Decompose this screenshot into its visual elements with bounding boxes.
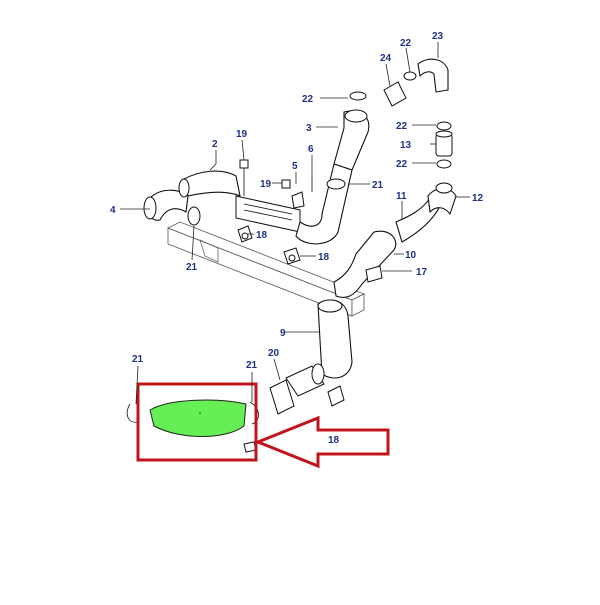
callout-11: 11 [396, 191, 407, 202]
clamp-18-lower [327, 385, 345, 407]
coupler-13 [435, 130, 453, 157]
bolt-lower-left [243, 441, 257, 453]
hose-4 [143, 189, 189, 221]
callout-22-right1: 22 [396, 121, 408, 132]
callout-2: 2 [212, 139, 218, 150]
pipe-20 [269, 363, 325, 415]
sleeve-24 [383, 81, 407, 107]
callout-12: 12 [472, 193, 484, 204]
clamp-21-mid [326, 178, 346, 190]
clamp-21-left [187, 206, 201, 226]
hose-12 [427, 182, 457, 215]
callout-24: 24 [380, 53, 392, 64]
callout-3: 3 [306, 123, 312, 134]
callout-4: 4 [110, 205, 116, 216]
hose-9 [317, 299, 353, 379]
callout-9: 9 [280, 328, 286, 339]
callout-23: 23 [432, 31, 444, 42]
clamp-18-mid [283, 247, 301, 265]
clamp-21-lowleft [126, 403, 139, 423]
callout-22-right2: 22 [396, 159, 408, 170]
clamp-22-upper [349, 91, 367, 101]
clamp-21-lowright [249, 401, 259, 425]
callout-6: 6 [308, 144, 314, 155]
callout-20: 20 [268, 348, 280, 359]
hose-10 [333, 230, 397, 299]
callout-21-lowright: 21 [246, 360, 258, 371]
bolt-19-lower [281, 179, 291, 189]
callout-21-mid: 21 [372, 180, 384, 191]
hose-2 [178, 170, 241, 198]
clamp-22-right1 [436, 121, 452, 131]
callout-18-lower: 18 [328, 435, 340, 446]
callout-22-upper: 22 [302, 94, 314, 105]
callout-18-upper: 18 [256, 230, 268, 241]
clamp-22-top [403, 71, 417, 81]
clamp-18-upper [237, 225, 253, 243]
callout-22-top: 22 [400, 38, 412, 49]
callout-labels: 2 3 4 5 6 9 10 11 12 13 17 18 18 18 19 1… [110, 31, 484, 446]
callout-17: 17 [416, 267, 428, 278]
clip-17 [365, 265, 383, 283]
clip-5 [291, 191, 305, 209]
callout-21-left: 21 [186, 262, 198, 273]
callout-19-lower: 19 [260, 179, 272, 190]
highlighted-hose [149, 399, 247, 437]
callout-5: 5 [292, 161, 298, 172]
crossmember-beam [167, 221, 365, 317]
pointer-arrow [253, 415, 390, 469]
bolt-19-upper [239, 159, 249, 196]
highlight-box [136, 382, 258, 462]
callout-19-upper: 19 [236, 129, 248, 140]
hose-23 [417, 58, 449, 93]
callout-18-mid: 18 [318, 252, 330, 263]
callout-10: 10 [405, 250, 417, 261]
clamp-22-right2 [436, 159, 452, 169]
callout-13: 13 [400, 140, 412, 151]
callout-21-lowleft: 21 [132, 354, 144, 365]
leader-lines [120, 42, 470, 405]
